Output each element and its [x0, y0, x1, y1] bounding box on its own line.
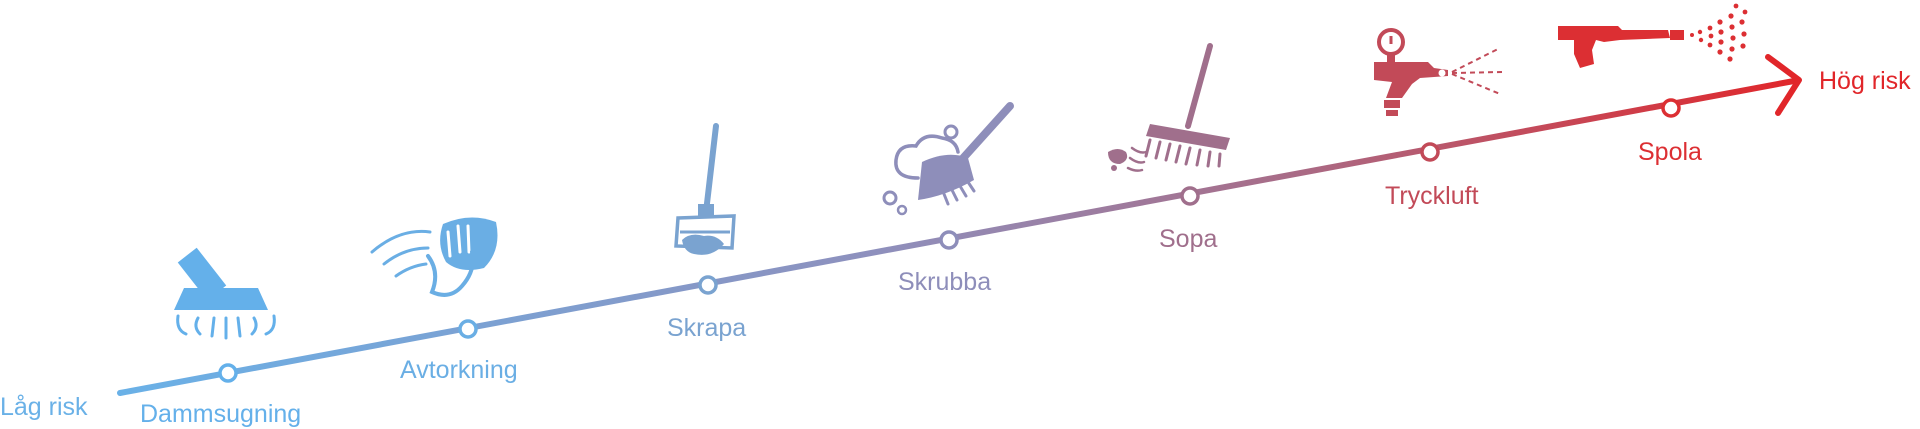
step-marker	[1180, 186, 1200, 206]
vacuum-nozzle-icon	[174, 247, 276, 340]
step-marker	[1661, 98, 1681, 118]
floor-scraper-icon	[674, 123, 736, 255]
air-blow-gun-icon	[1374, 28, 1503, 116]
step-marker	[939, 230, 959, 250]
step-marker	[458, 319, 478, 339]
step-marker	[1420, 142, 1440, 162]
step-label: Tryckluft	[1385, 182, 1479, 210]
step-label: Sopa	[1159, 225, 1217, 253]
pressure-washer-icon	[1558, 3, 1748, 68]
push-broom-icon	[1108, 43, 1230, 172]
scrub-brush-icon	[882, 102, 1014, 216]
step-label: Skrubba	[898, 268, 991, 296]
high-risk-label: Hög risk	[1819, 67, 1911, 95]
step-marker	[218, 363, 238, 383]
step-label: Avtorkning	[400, 356, 518, 384]
step-marker	[698, 275, 718, 295]
wiping-hand-icon	[370, 217, 498, 297]
arrow-head-icon	[1765, 54, 1802, 116]
step-label: Spola	[1638, 138, 1702, 166]
step-label: Skrapa	[667, 314, 746, 342]
step-label: Dammsugning	[140, 400, 301, 428]
low-risk-label: Låg risk	[0, 393, 88, 421]
